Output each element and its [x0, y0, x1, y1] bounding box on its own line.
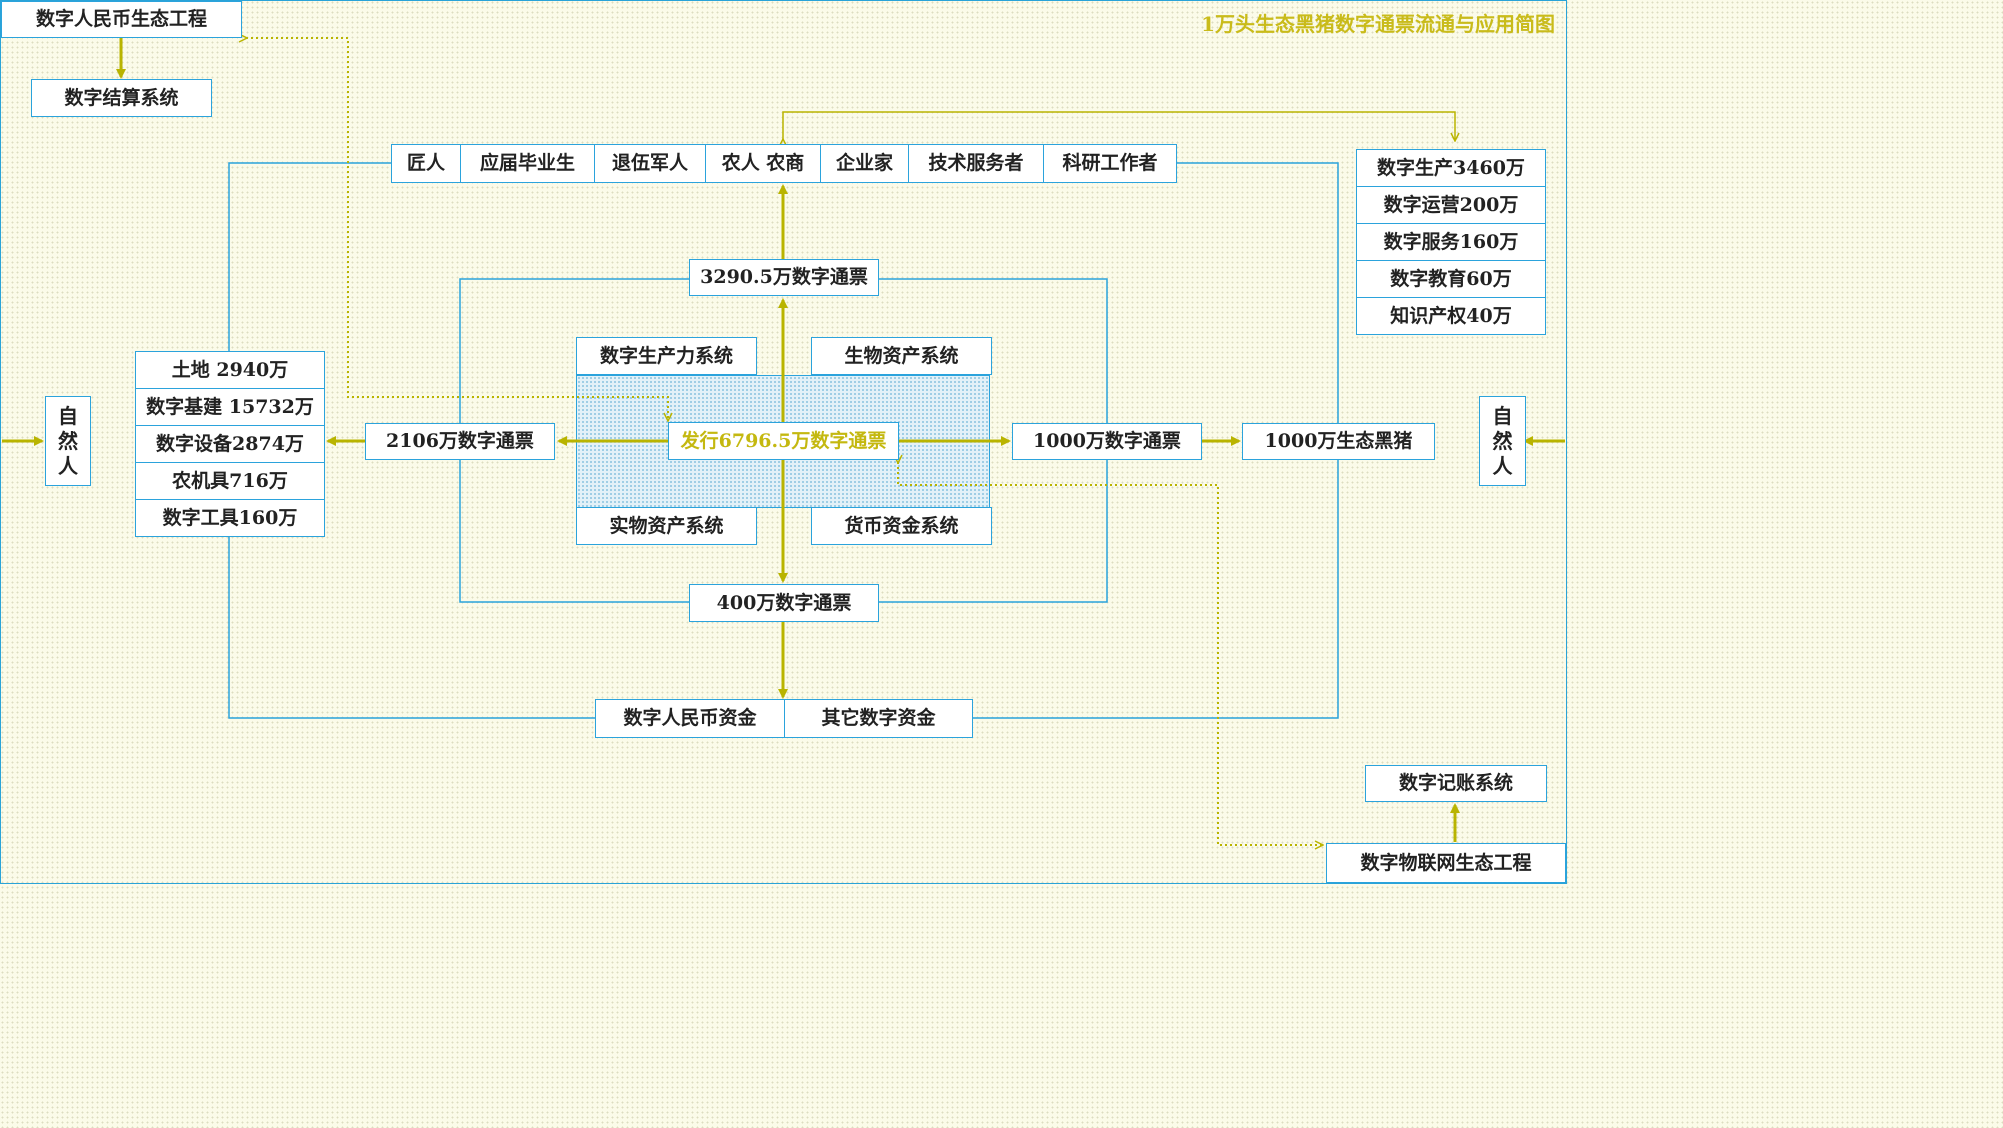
asset-land: 土地 2940万 — [135, 351, 325, 389]
role-researcher: 科研工作者 — [1043, 144, 1177, 183]
outer-frame — [0, 0, 1567, 884]
fund-other-digital: 其它数字资金 — [784, 699, 973, 738]
alloc-digital-production: 数字生产3460万 — [1356, 149, 1546, 187]
natural-person-right-box: 自 然 人 — [1479, 396, 1526, 486]
alloc-digital-education: 数字教育60万 — [1356, 260, 1546, 298]
role-craftsman: 匠人 — [391, 144, 461, 183]
diagram-title: 1万头生态黑猪数字通票流通与应用简图 — [1201, 12, 1555, 36]
role-graduate: 应届毕业生 — [460, 144, 595, 183]
natural-person-left-char: 人 — [58, 453, 78, 478]
digital-settlement-system-box: 数字结算系统 — [31, 79, 212, 117]
outer-loop-left-bottom — [228, 536, 595, 719]
natural-person-right-char: 然 — [1492, 428, 1513, 453]
ticket-left: 2106万数字通票 — [365, 423, 555, 460]
natural-person-left-box: 自 然 人 — [45, 396, 91, 486]
system-physical-assets: 实物资产系统 — [576, 507, 757, 545]
asset-digital-equipment: 数字设备2874万 — [135, 425, 325, 463]
dotted-link-iot — [898, 462, 1322, 845]
issue-ticket-box: 发行6796.5万数字通票 — [668, 422, 899, 460]
ticket-top: 3290.5万数字通票 — [689, 259, 879, 296]
digital-rmb-ecosystem-box: 数字人民币生态工程 — [1, 1, 242, 38]
digital-ledger-system-box: 数字记账系统 — [1365, 765, 1547, 802]
outer-loop-left — [228, 162, 391, 351]
asset-farm-machinery: 农机具716万 — [135, 462, 325, 500]
alloc-intellectual-property: 知识产权40万 — [1356, 297, 1546, 335]
natural-person-left-char: 然 — [58, 428, 78, 453]
alloc-digital-operation: 数字运营200万 — [1356, 186, 1546, 224]
role-entrepreneur: 企业家 — [820, 144, 909, 183]
alloc-digital-service: 数字服务160万 — [1356, 223, 1546, 261]
iot-ecosystem-box: 数字物联网生态工程 — [1326, 843, 1566, 883]
natural-person-left-char: 自 — [58, 403, 78, 428]
role-veteran: 退伍军人 — [594, 144, 706, 183]
natural-person-right-char: 人 — [1492, 453, 1513, 478]
fund-digital-rmb: 数字人民币资金 — [595, 699, 785, 738]
system-biological-assets: 生物资产系统 — [811, 337, 992, 375]
outer-loop-right — [1176, 162, 1339, 423]
black-pig-box: 1000万生态黑猪 — [1242, 423, 1435, 460]
asset-digital-infra: 数字基建 15732万 — [135, 388, 325, 426]
system-productivity: 数字生产力系统 — [576, 337, 757, 375]
natural-person-right-char: 自 — [1492, 403, 1513, 428]
ticket-right: 1000万数字通票 — [1012, 423, 1202, 460]
ticket-bottom: 400万数字通票 — [689, 584, 879, 622]
role-farmer-merchant: 农人 农商 — [705, 144, 821, 183]
system-monetary-funds: 货币资金系统 — [811, 507, 992, 545]
asset-digital-tools: 数字工具160万 — [135, 499, 325, 537]
outer-loop-right-bottom — [972, 459, 1339, 719]
role-tech-service: 技术服务者 — [908, 144, 1044, 183]
dotted-link-settlement — [246, 38, 668, 420]
roles-allocation-link — [783, 111, 1455, 140]
